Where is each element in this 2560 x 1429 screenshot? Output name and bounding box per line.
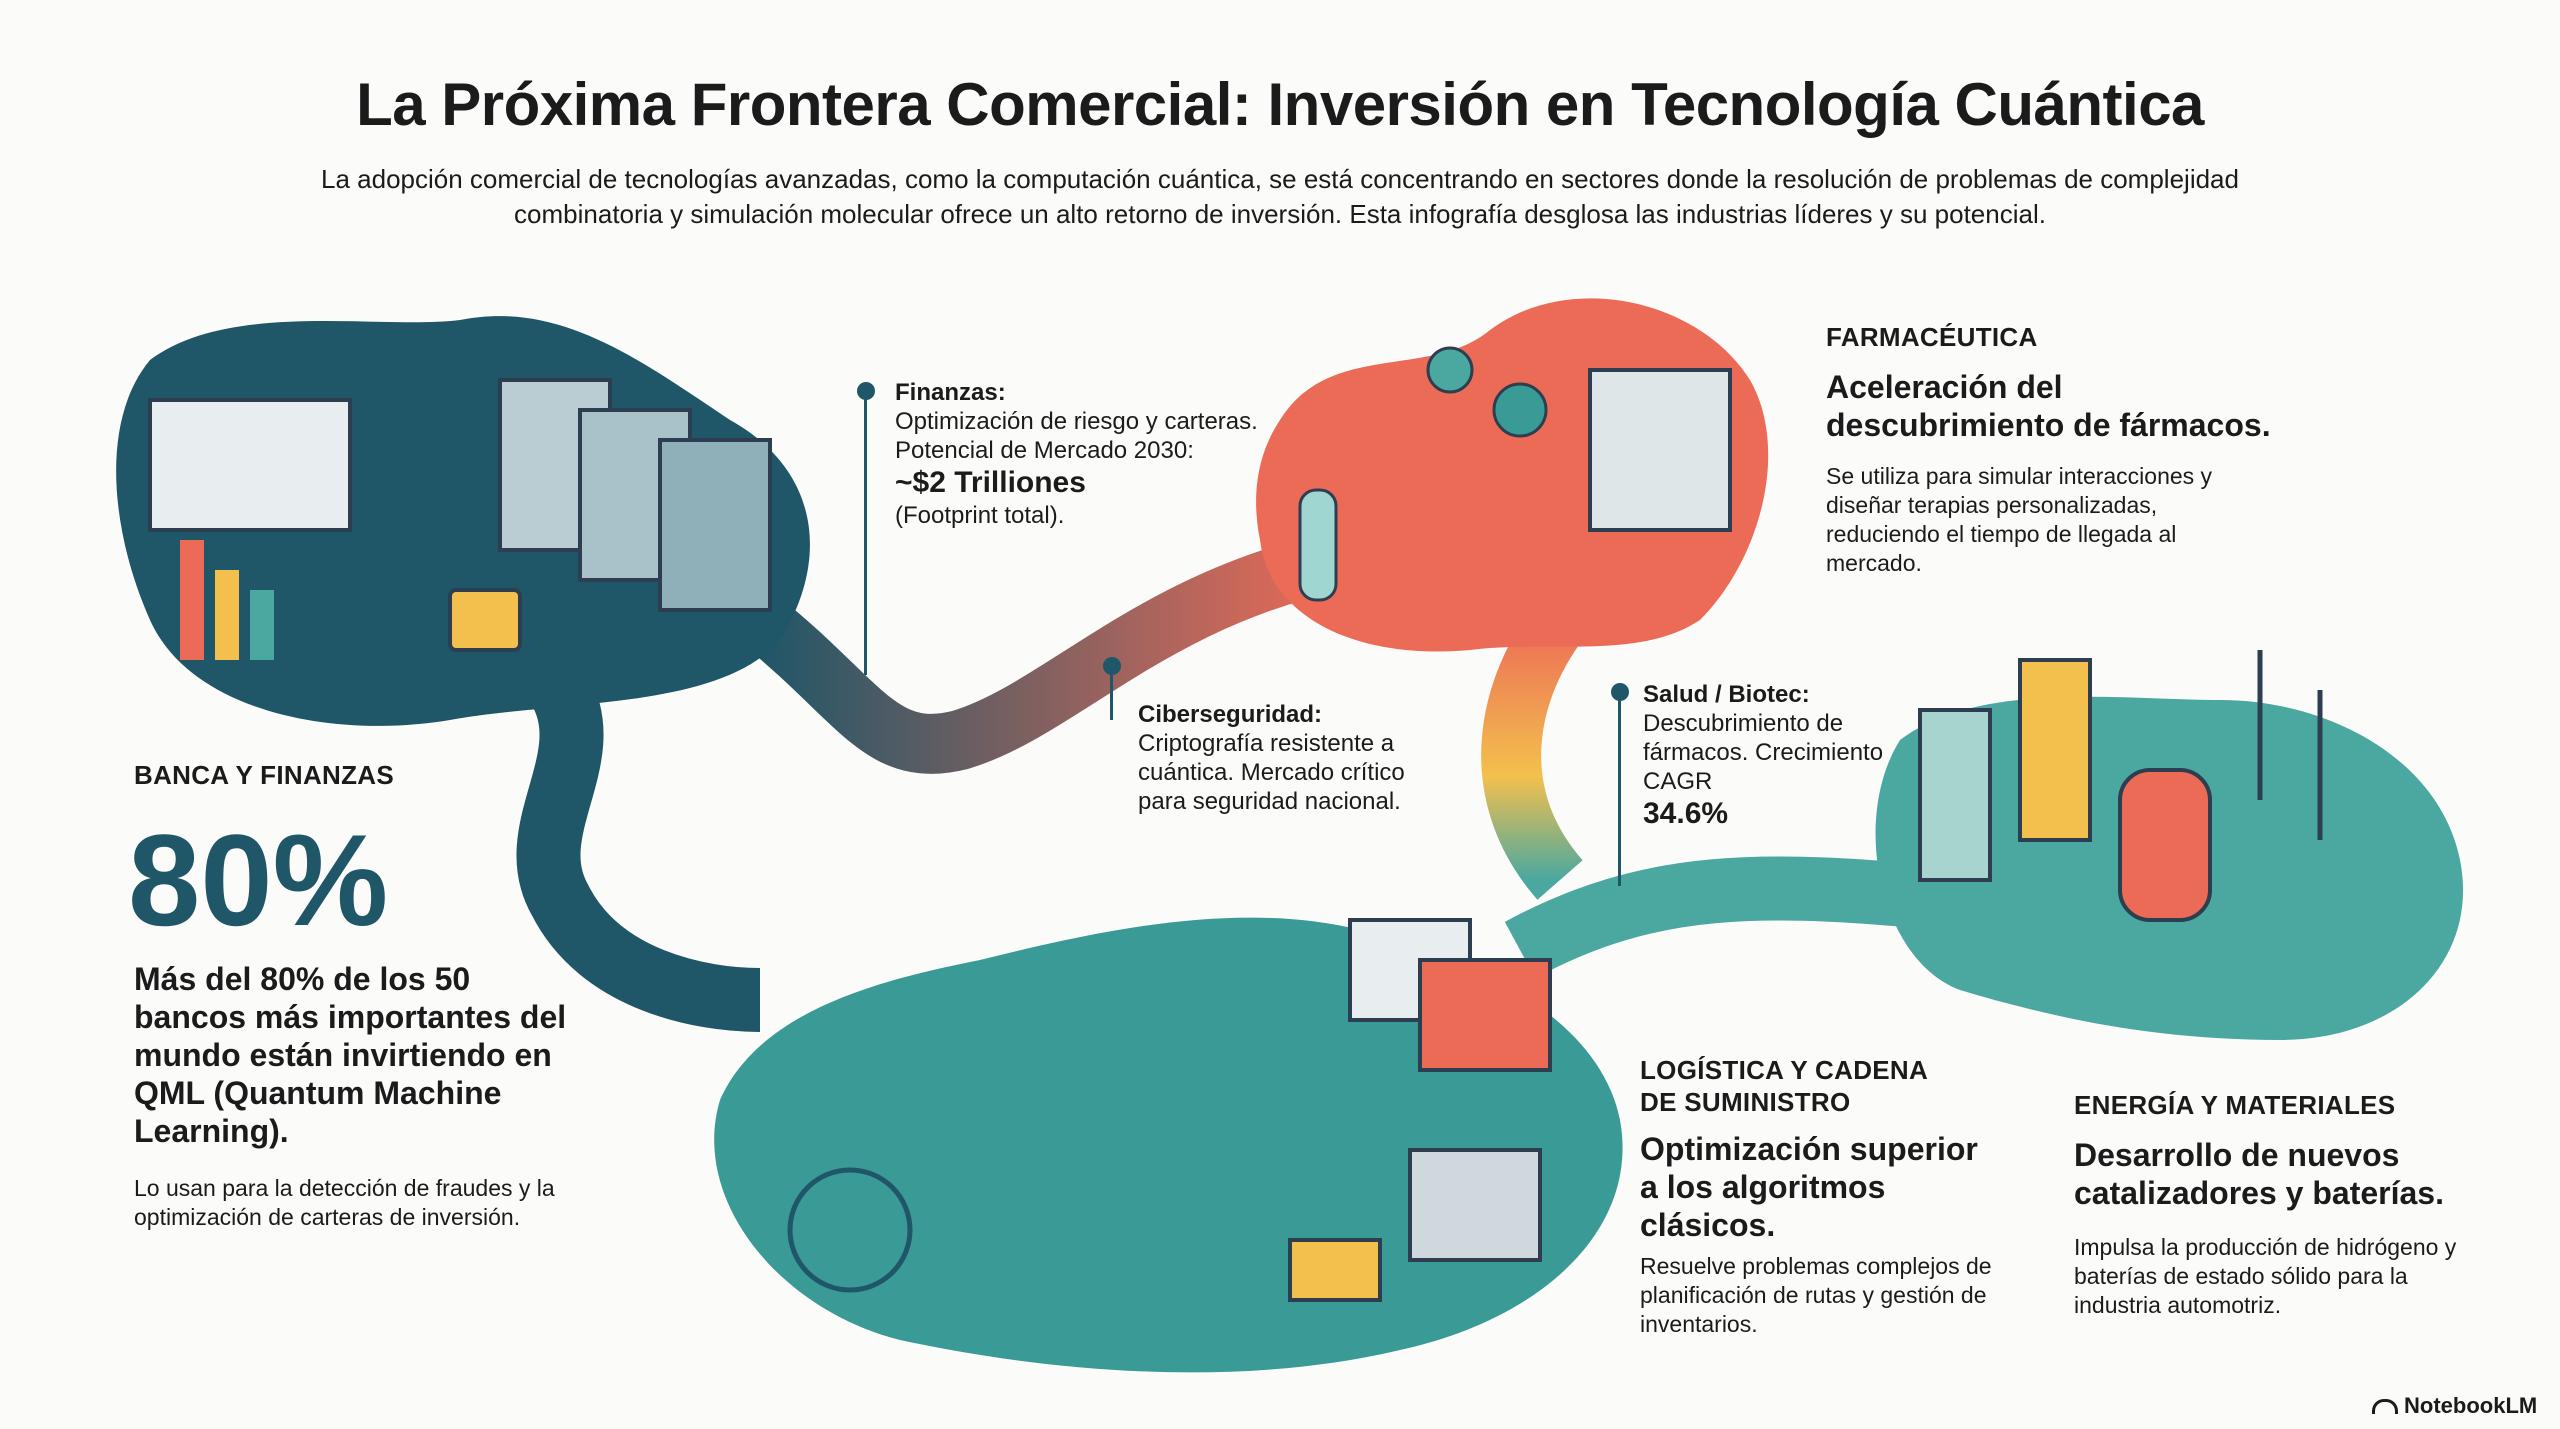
battery-icon — [1918, 708, 1992, 882]
pharma-body: Se utiliza para simular interacciones y … — [1826, 463, 2213, 576]
path-logistics-to-energy — [1504, 856, 1964, 979]
molecule-icon — [1492, 382, 1548, 438]
banking-body: Lo usan para la detección de fraudes y l… — [134, 1175, 555, 1230]
pin-icon — [857, 382, 875, 400]
logistics-label: LOGÍSTICA Y CADENA DE SUMINISTRO — [1640, 1055, 1928, 1117]
pin-icon — [1103, 657, 1121, 675]
brand-text: NotebookLM — [2404, 1393, 2538, 1418]
pin-line — [1618, 696, 1621, 886]
note-health-title: Salud / Biotec: — [1643, 681, 1810, 708]
bar-chart-icon — [250, 590, 274, 660]
path-finance-to-pharma — [741, 530, 1347, 774]
energy-headline: Desarrollo de nuevos catalizadores y bat… — [2074, 1137, 2444, 1211]
warehouse-icon — [1408, 1148, 1542, 1262]
bar-chart-icon — [215, 570, 239, 660]
molecule-icon — [1426, 346, 1474, 394]
server-icon — [658, 438, 772, 612]
note-cyber-title: Ciberseguridad: — [1138, 701, 1323, 728]
pharma-label: FARMACÉUTICA — [1826, 322, 2038, 352]
energy-body: Impulsa la producción de hidrógeno y bat… — [2074, 1234, 2457, 1318]
note-finance-suffix: (Footprint total). — [895, 502, 1065, 529]
note-cyber: Ciberseguridad: Criptografía resistente … — [1138, 700, 1458, 816]
path-pharma-to-health — [1481, 602, 1585, 900]
bar-chart-icon — [180, 540, 204, 660]
note-finance: Finanzas: Optimización de riesgo y carte… — [895, 378, 1275, 530]
banking-stat: 80% — [128, 807, 389, 953]
note-health: Salud / Biotec: Descubrimiento de fármac… — [1643, 680, 1903, 832]
notebooklm-brand: NotebookLM — [2372, 1393, 2537, 1419]
pin-icon — [1611, 683, 1629, 701]
notebooklm-logo-icon — [2372, 1398, 2398, 1414]
note-health-text: Descubrimiento de fármacos. Crecimiento … — [1643, 710, 1884, 795]
tank-icon — [2118, 768, 2212, 922]
pharma-headline: Aceleración del descubrimiento de fármac… — [1826, 369, 2271, 443]
logistics-blob — [714, 917, 1623, 1373]
energy-label: ENERGÍA Y MATERIALES — [2074, 1090, 2396, 1120]
logistics-body: Resuelve problemas complejos de planific… — [1640, 1253, 1992, 1337]
battery-icon — [2018, 658, 2092, 842]
network-globe-icon — [787, 1167, 913, 1293]
note-cyber-text: Criptografía resistente a cuántica. Merc… — [1138, 730, 1405, 815]
path-finance-to-logistics — [516, 674, 761, 1032]
lab-machine-icon — [1588, 368, 1732, 532]
truck-icon — [1288, 1238, 1382, 1302]
banking-headline: Más del 80% de los 50 bancos más importa… — [134, 961, 567, 1149]
logistics-headline: Optimización superior a los algoritmos c… — [1640, 1131, 1978, 1243]
note-finance-value: ~$2 Trilliones — [895, 466, 1086, 499]
page-title: La Próxima Frontera Comercial: Inversión… — [356, 71, 2204, 138]
note-finance-text: Optimización de riesgo y carteras. Poten… — [895, 408, 1258, 464]
pin-line — [864, 395, 867, 675]
monitor-icon — [148, 398, 352, 532]
note-finance-title: Finanzas: — [895, 379, 1006, 406]
note-health-value: 34.6% — [1643, 797, 1729, 830]
warehouse-icon — [1418, 958, 1552, 1072]
lock-icon — [448, 588, 522, 652]
banking-label: BANCA Y FINANZAS — [134, 760, 395, 790]
pin-line — [1110, 670, 1113, 720]
page-subtitle: La adopción comercial de tecnologías ava… — [321, 164, 2239, 229]
test-tube-icon — [1298, 488, 1338, 602]
